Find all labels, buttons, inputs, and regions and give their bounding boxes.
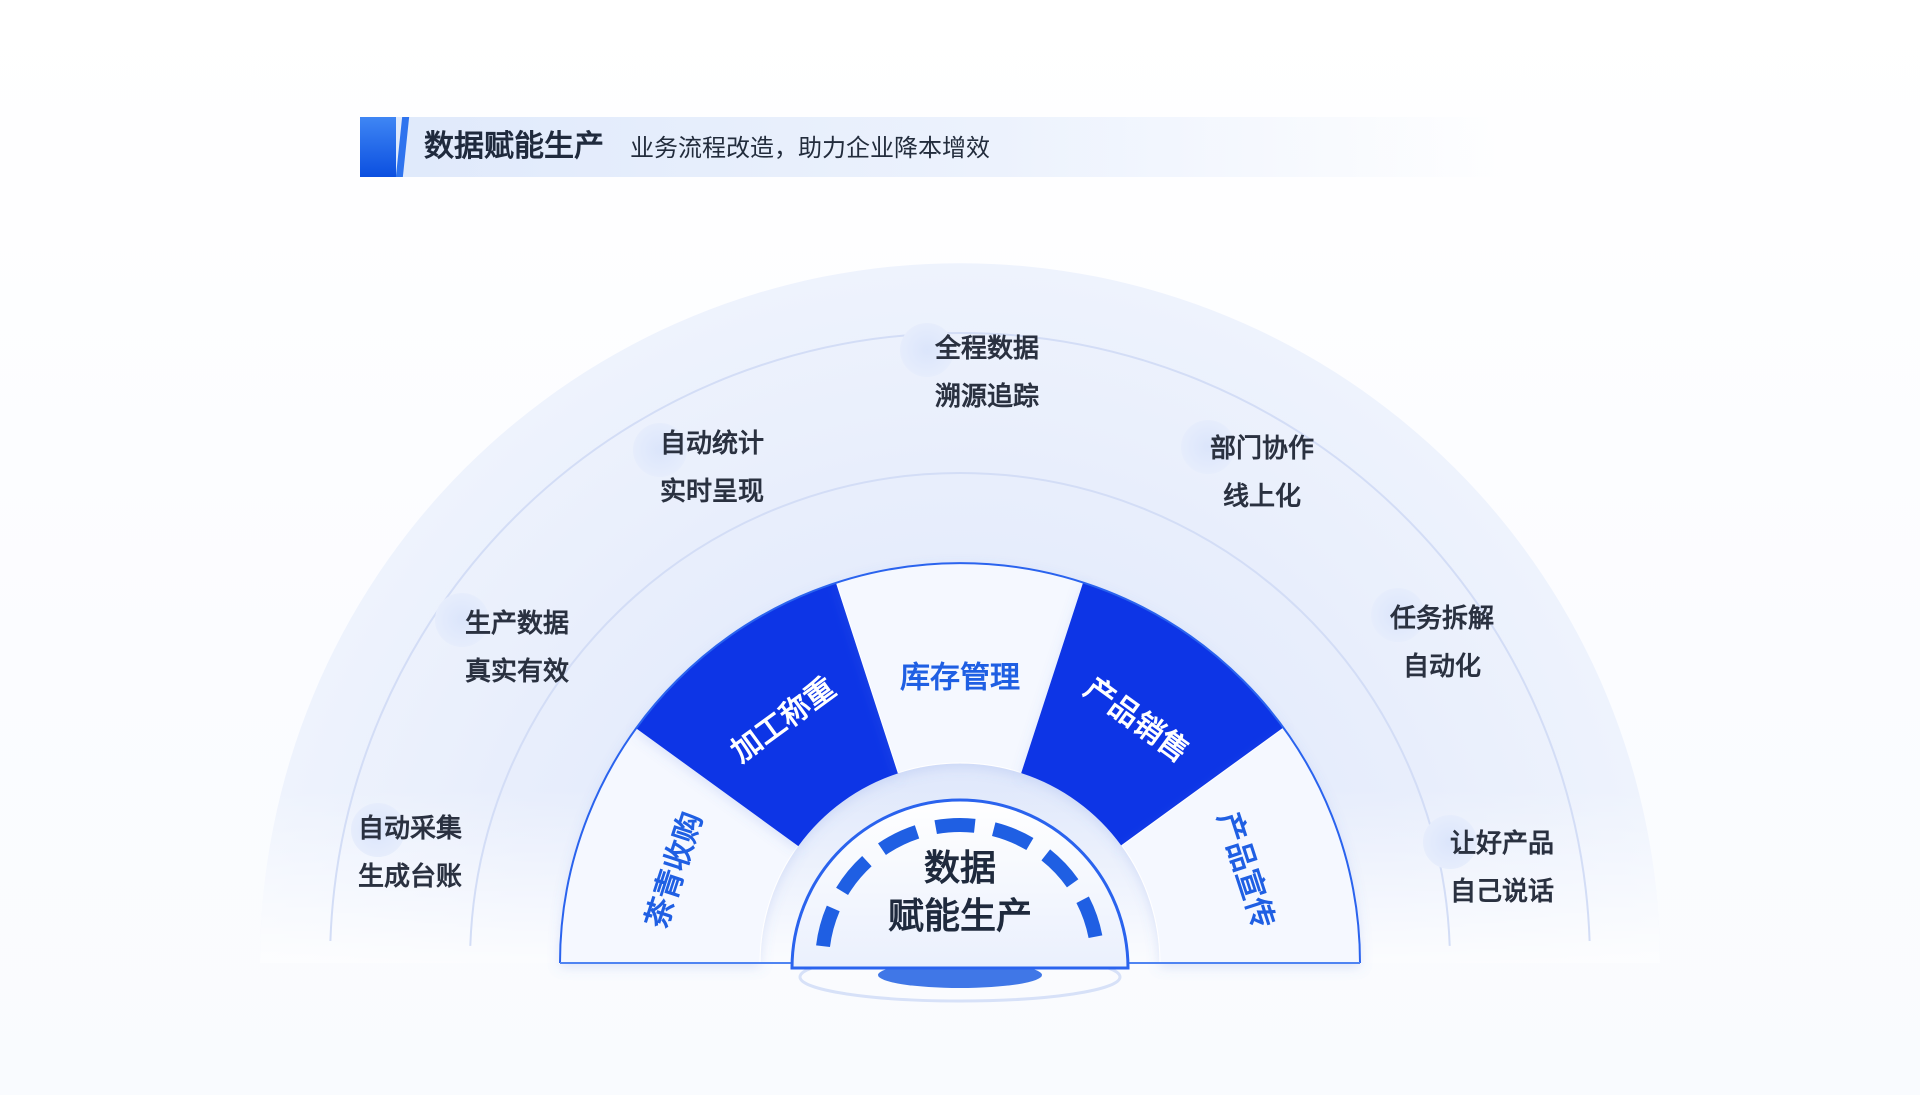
outer-item-line1: 全程数据 (935, 334, 1040, 364)
outer-item-line1: 让好产品 (1450, 829, 1555, 859)
hub-dash-2 (836, 855, 872, 896)
page-title: 数据赋能生产 (424, 129, 604, 164)
outer-item-line2: 真实有效 (465, 657, 570, 687)
hub-dash-1 (816, 905, 840, 948)
header-accent-block (360, 117, 396, 177)
outer-item-line1: 自动采集 (358, 814, 463, 844)
outer-item-line2: 线上化 (1223, 482, 1302, 512)
outer-item-dot-6 (1371, 588, 1425, 642)
hub-dash-4 (934, 818, 976, 835)
segments-outline-arc (559, 562, 1361, 964)
outer-item-line1: 任务拆解 (1390, 604, 1495, 634)
outer-item-dot-1 (351, 803, 405, 857)
outer-item-line1: 自动统计 (660, 429, 765, 459)
inner-guide-arc (469, 472, 1451, 946)
outer-item-2: 生产数据真实有效 (465, 600, 569, 696)
hub-dash-5 (991, 822, 1034, 851)
outer-item-4: 全程数据溯源追踪 (935, 325, 1039, 421)
hub-dash-7 (1076, 896, 1103, 939)
header-bar (360, 117, 1510, 177)
outer-item-line1: 部门协作 (1210, 434, 1315, 464)
outer-item-line1: 生产数据 (465, 609, 570, 639)
hub-title-line1: 数据 (924, 848, 996, 889)
outer-item-line2: 实时呈现 (660, 477, 765, 507)
hub-title-line2: 赋能生产 (888, 896, 1032, 937)
segment-label-3: 库存管理 (900, 661, 1020, 696)
outer-item-dot-4 (900, 323, 954, 377)
outer-item-dot-7 (1423, 815, 1477, 869)
outer-item-line2: 生成台账 (358, 862, 463, 892)
outer-item-line2: 自动化 (1403, 652, 1482, 682)
outer-item-dot-5 (1181, 420, 1235, 474)
outer-item-6: 任务拆解自动化 (1390, 595, 1494, 691)
outer-item-line2: 溯源追踪 (935, 382, 1040, 412)
outer-item-1: 自动采集生成台账 (358, 805, 462, 901)
page-subtitle: 业务流程改造，助力企业降本增效 (630, 134, 990, 162)
outer-item-dot-2 (435, 593, 489, 647)
outer-item-7: 让好产品自己说话 (1450, 820, 1554, 916)
outer-item-5: 部门协作线上化 (1210, 425, 1314, 521)
hub-circle (790, 798, 1130, 970)
outer-guide-arc (329, 332, 1591, 942)
outer-item-dot-3 (633, 423, 687, 477)
hub-dash-6 (1041, 849, 1079, 888)
outer-item-line2: 自己说话 (1450, 877, 1555, 907)
hub-dash-3 (878, 825, 920, 856)
outer-item-3: 自动统计实时呈现 (660, 420, 764, 516)
